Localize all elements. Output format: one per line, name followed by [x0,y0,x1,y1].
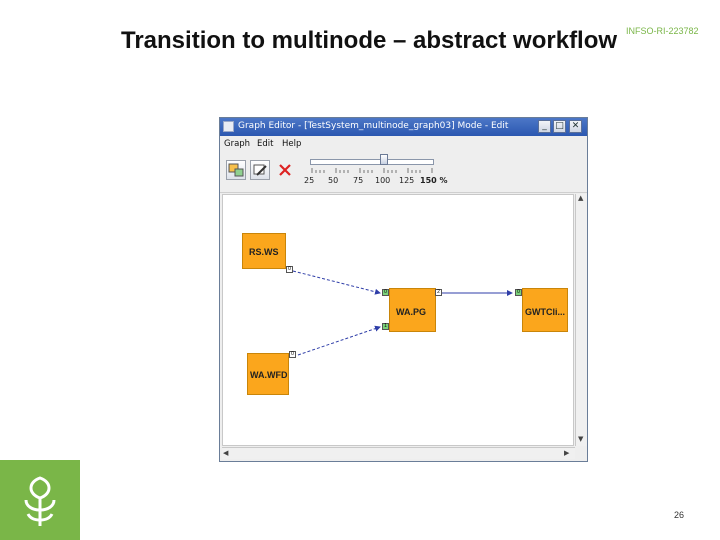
edit-properties-icon [253,164,267,176]
vertical-scrollbar[interactable]: ▲ ▼ [575,194,587,446]
window-title: Graph Editor - [TestSystem_multinode_gra… [238,121,509,131]
zoom-slider-track[interactable] [310,159,434,165]
scroll-up-icon[interactable]: ▲ [578,194,584,202]
zoom-label-150: 150 % [420,176,448,185]
node-rs-ws[interactable]: RS.WS [242,233,286,269]
close-button[interactable]: ✕ [569,120,582,133]
zoom-label-75: 75 [353,176,364,185]
node-wa-pg[interactable]: WA.PG [389,288,436,332]
zoom-label-125: 125 [399,176,415,185]
port-wapg-in-bottom[interactable]: 1 [382,323,389,330]
horizontal-scrollbar[interactable]: ◀ ▶ [222,447,575,459]
slide-title: Transition to multinode – abstract workf… [121,27,618,54]
port-wawfd-out[interactable]: 0 [289,351,296,358]
toolbar: 25 50 75 100 125 150 % [220,152,587,193]
page-number: 26 [674,510,685,520]
menu-graph[interactable]: Graph [224,139,251,149]
delete-icon [279,164,291,176]
node-wa-wfd-label: WA.WFD [250,370,288,380]
graph-canvas[interactable]: RS.WS 0 WA.PG 0 1 2 GWTCli... 0 WA.WFD 0 [222,194,574,446]
leaf-logo-icon [24,476,56,526]
port-rsws-out[interactable]: 0 [286,266,293,273]
edge-rsws-to-wapg [292,270,381,295]
maximize-button[interactable]: □ [553,120,566,133]
node-wa-wfd[interactable]: WA.WFD [247,353,289,395]
zoom-label-100: 100 [375,176,391,185]
scroll-left-icon[interactable]: ◀ [223,449,229,457]
scroll-right-icon[interactable]: ▶ [564,449,570,457]
port-wapg-out[interactable]: 2 [435,289,442,296]
scroll-down-icon[interactable]: ▼ [578,435,584,443]
graph-edges [292,270,513,356]
add-node-icon [228,163,244,177]
delete-button[interactable] [275,160,295,180]
menu-edit[interactable]: Edit [257,139,274,149]
node-wa-pg-label: WA.PG [396,307,427,317]
add-node-button[interactable] [226,160,246,180]
port-wapg-in-top[interactable]: 0 [382,289,389,296]
zoom-slider-ticks [311,168,433,173]
port-gwt-in[interactable]: 0 [515,289,522,296]
project-id: INFSO-RI-223782 [626,26,699,36]
graph-editor-window: Graph Editor - [TestSystem_multinode_gra… [219,117,588,462]
zoom-slider-thumb[interactable] [380,154,388,165]
window-titlebar[interactable]: Graph Editor - [TestSystem_multinode_gra… [220,118,587,136]
edge-wawfd-to-wapg [297,325,381,356]
zoom-label-50: 50 [328,176,339,185]
node-gwtcli-label: GWTCli... [525,307,565,317]
app-icon [223,121,234,132]
zoom-label-25: 25 [304,176,315,185]
properties-button[interactable] [250,160,270,180]
menu-bar: Graph Edit Help [220,136,587,152]
menu-help[interactable]: Help [282,139,302,149]
minimize-button[interactable]: _ [538,120,551,133]
node-rs-ws-label: RS.WS [249,247,279,257]
node-gwtcli[interactable]: GWTCli... [522,288,568,332]
